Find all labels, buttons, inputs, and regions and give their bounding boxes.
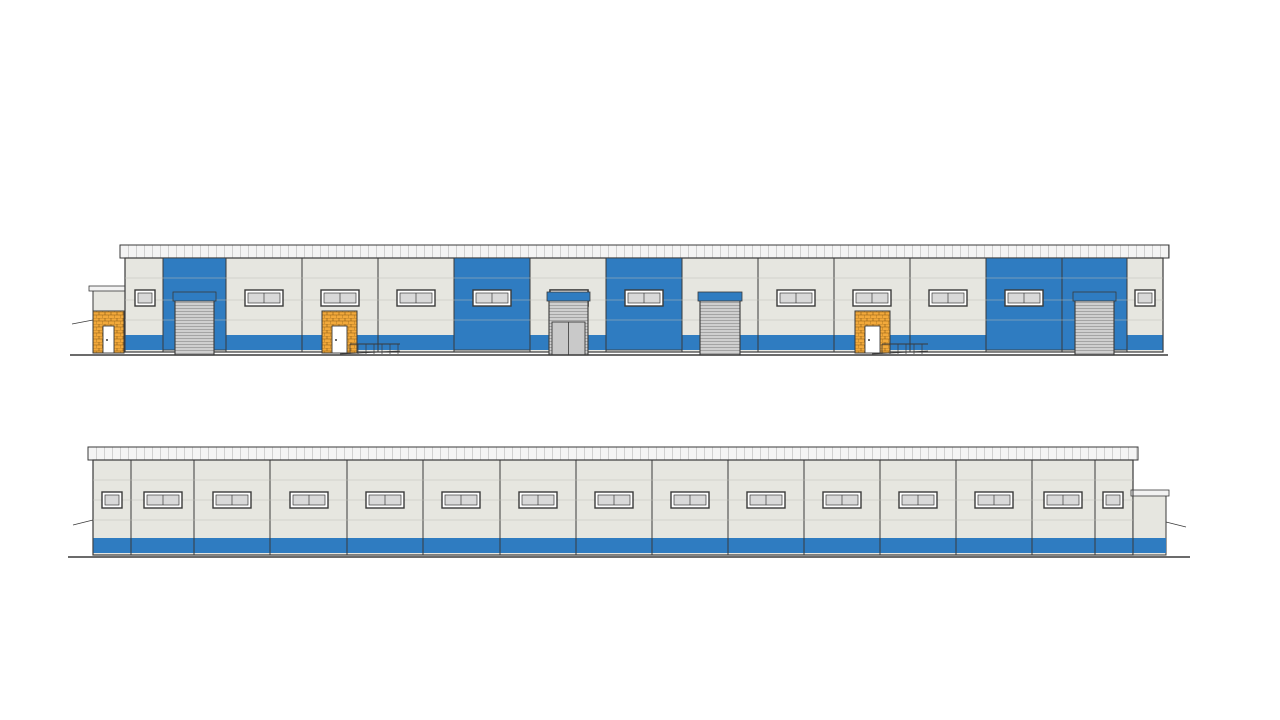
window-glass — [1137, 292, 1153, 304]
roller-door — [699, 299, 741, 356]
entrance-door — [864, 325, 881, 354]
ramp-slope — [871, 350, 929, 355]
front-elevation — [70, 244, 1170, 356]
window-glass — [104, 494, 120, 506]
entrance-door — [102, 325, 115, 354]
rear-elevation — [68, 446, 1190, 558]
roof-parapet — [87, 446, 1139, 461]
window-glass — [1105, 494, 1121, 506]
roller-door-header — [546, 291, 591, 302]
door-handle — [106, 339, 108, 341]
annex-canopy-line — [71, 319, 94, 325]
door-handle — [868, 339, 870, 341]
roof-parapet — [119, 244, 1170, 259]
annex-roof — [1130, 489, 1170, 497]
roller-door-header — [697, 291, 743, 302]
annex-roof — [88, 285, 128, 292]
blue-accent-bay — [605, 257, 683, 351]
roller-door — [174, 299, 215, 356]
blue-base-band — [93, 538, 1133, 553]
annex-canopy-line — [1165, 521, 1187, 528]
window-glass — [137, 292, 153, 304]
entrance-door — [331, 325, 348, 354]
roller-door-header — [1072, 291, 1117, 302]
door-handle — [335, 339, 337, 341]
roller-door — [1074, 299, 1115, 356]
annex-blue-band — [1133, 538, 1166, 553]
roller-door-header — [172, 291, 217, 302]
ramp-slope — [339, 350, 401, 355]
side-canopy-line — [72, 519, 94, 526]
